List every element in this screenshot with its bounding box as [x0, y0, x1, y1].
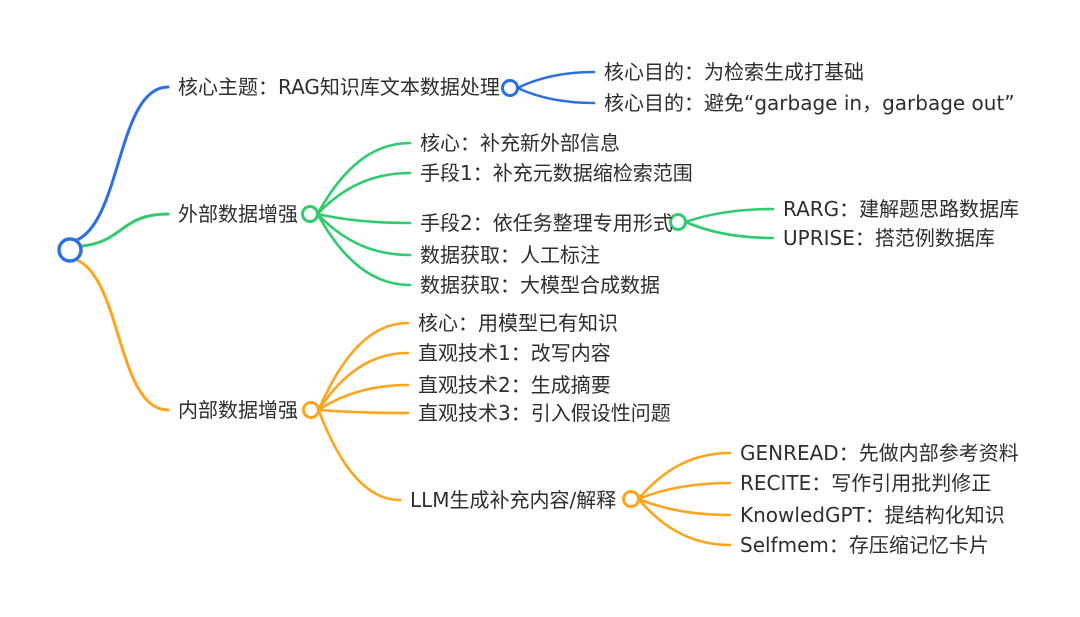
node-ext-core[interactable]: 核心：补充新外部信息: [420, 131, 620, 155]
edge: [316, 171, 412, 216]
edge: [317, 408, 410, 415]
edge: [74, 85, 170, 243]
node-intuitive-tech-1[interactable]: 直观技术1：改写内容: [418, 341, 611, 365]
edge: [516, 70, 596, 90]
edge: [317, 383, 410, 412]
edge: [684, 207, 775, 224]
node-int-core[interactable]: 核心：用模型已有知识: [418, 311, 618, 335]
collapse-handle-b2c3[interactable]: [669, 213, 687, 231]
edge: [317, 321, 410, 412]
node-ext-method-1[interactable]: 手段1：补充元数据缩检索范围: [420, 161, 693, 185]
edge: [317, 408, 402, 502]
collapse-handle-b3c5[interactable]: [622, 490, 640, 508]
collapse-handle-b2[interactable]: [301, 205, 319, 223]
edge: [316, 212, 412, 225]
collapse-handle-b1[interactable]: [501, 79, 519, 97]
edge: [637, 481, 732, 501]
edge: [78, 212, 170, 248]
node-data-manual-annotation[interactable]: 数据获取：人工标注: [420, 243, 600, 267]
edge: [317, 351, 410, 412]
node-data-llm-synthesis[interactable]: 数据获取：大模型合成数据: [420, 273, 660, 297]
root-node-circle[interactable]: [57, 237, 83, 263]
collapse-handle-b3[interactable]: [302, 401, 320, 419]
edge: [684, 220, 775, 240]
edge: [637, 497, 732, 547]
node-external-augmentation[interactable]: 外部数据增强: [178, 202, 298, 226]
node-intuitive-tech-2[interactable]: 直观技术2：生成摘要: [418, 373, 611, 397]
node-core-purpose-1[interactable]: 核心目的：为检索生成打基础: [604, 60, 864, 84]
edge: [74, 257, 170, 412]
node-internal-augmentation[interactable]: 内部数据增强: [178, 398, 298, 422]
edge: [637, 497, 732, 517]
edge: [637, 451, 732, 501]
node-uprise[interactable]: UPRISE：搭范例数据库: [783, 226, 995, 250]
node-knowledgpt[interactable]: KnowledGPT：提结构化知识: [740, 503, 1005, 527]
node-intuitive-tech-3[interactable]: 直观技术3：引入假设性问题: [418, 401, 671, 425]
node-llm-generated-content[interactable]: LLM生成补充内容/解释: [410, 488, 617, 512]
node-recite[interactable]: RECITE：写作引用批判修正: [740, 471, 992, 495]
node-core-purpose-2[interactable]: 核心目的：避免“garbage in，garbage out”: [604, 91, 1015, 115]
edge: [316, 212, 412, 287]
node-core-topic[interactable]: 核心主题：RAG知识库文本数据处理: [178, 75, 500, 99]
node-ext-method-2[interactable]: 手段2：依任务整理专用形式: [420, 211, 673, 235]
edge: [316, 141, 412, 216]
edge: [316, 212, 412, 257]
node-genread[interactable]: GENREAD：先做内部参考资料: [740, 441, 1019, 465]
node-selfmem[interactable]: Selfmem：存压缩记忆卡片: [740, 533, 989, 557]
node-rarg[interactable]: RARG：建解题思路数据库: [783, 197, 1020, 221]
edge: [516, 86, 596, 105]
